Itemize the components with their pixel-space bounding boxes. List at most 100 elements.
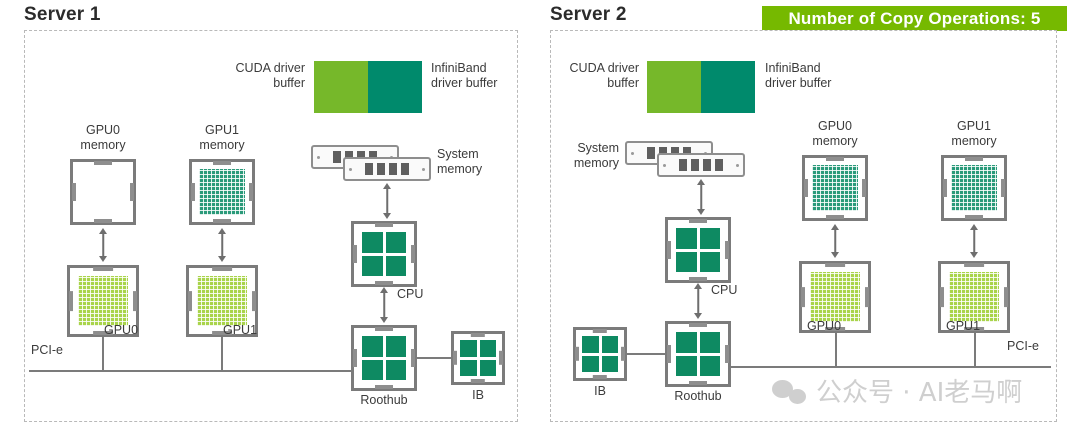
- gpu0-chip: [67, 265, 139, 337]
- chip-notch-left: [575, 346, 579, 362]
- chip-notch-top: [470, 333, 486, 337]
- chip-notch-top: [213, 161, 231, 165]
- gpu1-memory-die: [199, 169, 245, 215]
- cuda-driver-buffer-label: CUDA driver buffer: [569, 61, 639, 90]
- chip-notch-left: [72, 183, 76, 201]
- roothub-cores: [676, 332, 720, 376]
- gpu1-label: GPU1: [946, 319, 981, 333]
- gpu1-bus-stub: [221, 337, 223, 371]
- roothub-cores: [362, 336, 406, 380]
- chip-notch-right: [1004, 287, 1008, 307]
- chip-notch-left: [453, 350, 457, 366]
- driver-buffer-swatch: [314, 61, 422, 113]
- roothub-chip: [351, 325, 417, 391]
- chip-notch-left: [353, 245, 357, 263]
- pcie-label: PCI-e: [31, 343, 63, 357]
- chip-notch-right: [862, 179, 866, 197]
- chip-notch-bottom: [93, 331, 113, 335]
- chip-notch-bottom: [689, 277, 707, 281]
- gpu1-memory-label: GPU1 memory: [199, 123, 245, 152]
- cpu-cores: [676, 228, 720, 272]
- chip-notch-bottom: [592, 375, 608, 379]
- cuda-buffer-swatch: [647, 61, 701, 113]
- chip-notch-right: [133, 291, 137, 311]
- cpu-chip: [665, 217, 731, 283]
- server-1-panel: CUDA driver buffer InfiniBand driver buf…: [24, 30, 518, 422]
- cpu-chip: [351, 221, 417, 287]
- cpu-label: CPU: [397, 287, 424, 301]
- chip-notch-top: [592, 329, 608, 333]
- gpu1-memory-die: [951, 165, 997, 211]
- chip-notch-right: [621, 346, 625, 362]
- ib-cores: [460, 340, 496, 376]
- gpu1-chip: [186, 265, 258, 337]
- cpu-label: CPU: [711, 283, 738, 297]
- chip-notch-left: [801, 287, 805, 307]
- gpu0-label: GPU0: [104, 323, 139, 337]
- chip-notch-top: [965, 157, 983, 161]
- gpu0-memory-arrow: [96, 228, 110, 262]
- chip-notch-top: [825, 263, 845, 267]
- gpu0-memory-label: GPU0 memory: [80, 123, 126, 152]
- ib-label: IB: [594, 384, 606, 398]
- chip-notch-right: [1001, 179, 1005, 197]
- pcie-bus: [731, 366, 1051, 368]
- ib-chip: [451, 331, 505, 385]
- system-memory-arrow: [694, 179, 708, 215]
- chip-notch-right: [865, 287, 869, 307]
- roothub-label: Roothub: [360, 393, 408, 407]
- infiniband-driver-buffer-label: InfiniBand driver buffer: [431, 61, 498, 90]
- chip-notch-top: [689, 219, 707, 223]
- infiniband-buffer-swatch: [701, 61, 755, 113]
- gpu0-die: [810, 272, 860, 322]
- server-2-panel: CUDA driver buffer InfiniBand driver buf…: [550, 30, 1057, 422]
- chip-notch-left: [667, 241, 671, 259]
- chip-notch-right: [499, 350, 503, 366]
- chip-notch-right: [725, 241, 729, 259]
- server-1-title: Server 1: [24, 4, 101, 25]
- chip-notch-bottom: [470, 379, 486, 383]
- cpu-roothub-arrow: [691, 283, 705, 319]
- gpu0-bus-stub: [835, 333, 837, 367]
- system-memory-arrow: [380, 183, 394, 219]
- gpu0-label: GPU0: [807, 319, 842, 333]
- system-memory-label: System memory: [437, 147, 483, 176]
- watermark-text: 公众号 · AI老马啊: [816, 378, 1023, 408]
- cuda-driver-buffer-label: CUDA driver buffer: [235, 61, 305, 90]
- ib-chip: [573, 327, 627, 381]
- gpu1-die: [197, 276, 247, 326]
- chip-notch-top: [375, 327, 393, 331]
- roothub-ib-link: [416, 357, 452, 359]
- gpu0-memory-arrow: [828, 224, 842, 258]
- chip-notch-bottom: [689, 381, 707, 385]
- chip-notch-top: [375, 223, 393, 227]
- gpu1-memory-arrow: [967, 224, 981, 258]
- gpu0-bus-stub: [102, 337, 104, 371]
- gpu1-label: GPU1: [223, 323, 258, 337]
- gpu0-memory-label: GPU0 memory: [812, 119, 858, 148]
- chip-notch-top: [826, 157, 844, 161]
- system-memory-label: System memory: [573, 141, 619, 170]
- gpu1-memory-arrow: [215, 228, 229, 262]
- chip-notch-bottom: [375, 281, 393, 285]
- gpu0-memory-chip: [70, 159, 136, 225]
- chip-notch-top: [212, 267, 232, 271]
- cpu-roothub-arrow: [377, 287, 391, 323]
- roothub-chip: [665, 321, 731, 387]
- pcie-label: PCI-e: [1007, 339, 1039, 353]
- chip-notch-bottom: [212, 331, 232, 335]
- infiniband-buffer-swatch: [368, 61, 422, 113]
- gpu0-memory-die: [812, 165, 858, 211]
- server-2-title: Server 2: [550, 4, 627, 25]
- chip-notch-top: [689, 323, 707, 327]
- chip-notch-left: [940, 287, 944, 307]
- cuda-buffer-swatch: [314, 61, 368, 113]
- copy-operations-badge: Number of Copy Operations: 5: [762, 6, 1067, 31]
- chip-notch-right: [252, 291, 256, 311]
- gpu0-memory-chip: [802, 155, 868, 221]
- wechat-icon: [772, 378, 806, 404]
- ib-label: IB: [472, 388, 484, 402]
- pcie-bus: [29, 370, 351, 372]
- chip-notch-bottom: [94, 219, 112, 223]
